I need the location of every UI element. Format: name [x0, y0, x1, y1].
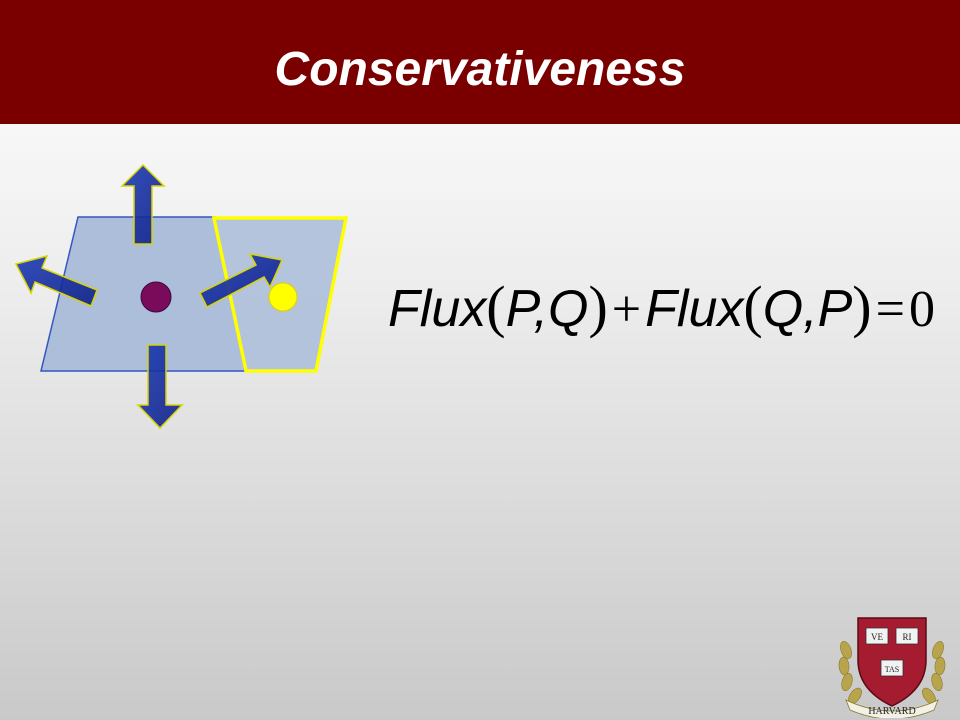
seal-banner — [845, 699, 939, 718]
title-bar — [0, 0, 960, 124]
var-q-1: Q — [548, 280, 589, 338]
arrow-left — [14, 254, 98, 307]
flux-fn-2: Flux — [645, 280, 744, 338]
harvard-seal-icon: VE RI TAS HARVARD — [838, 617, 946, 718]
plus-sign: + — [611, 281, 642, 338]
flux-fn-1: Flux — [388, 280, 487, 338]
var-p-1: P — [505, 280, 534, 338]
flux-equation: Flux(P,Q)+Flux(Q,P)=0 — [388, 272, 935, 342]
seal-book-1: VE — [871, 632, 883, 642]
seal-book-3: TAS — [885, 665, 899, 674]
flux-diagram — [14, 163, 349, 430]
equals-sign: = — [875, 281, 905, 338]
var-q-2: Q — [762, 280, 804, 338]
seal-book-2: RI — [903, 632, 912, 642]
center-point-p — [140, 281, 172, 313]
arrow-up — [120, 163, 166, 245]
arrow-down — [136, 344, 184, 430]
paren-close-1: ) — [588, 274, 608, 339]
paren-close-2: ) — [852, 274, 872, 339]
center-point-q — [268, 282, 298, 312]
seal-banner-text: HARVARD — [868, 706, 915, 717]
slide-title: Conservativeness — [274, 43, 686, 96]
arrow-right — [198, 252, 284, 309]
rhs-zero: 0 — [908, 281, 935, 338]
var-p-2: P — [817, 280, 853, 338]
comma-1: , — [533, 280, 549, 338]
comma-2: , — [803, 280, 818, 338]
paren-open-2: ( — [743, 274, 763, 339]
paren-open-1: ( — [486, 274, 506, 339]
